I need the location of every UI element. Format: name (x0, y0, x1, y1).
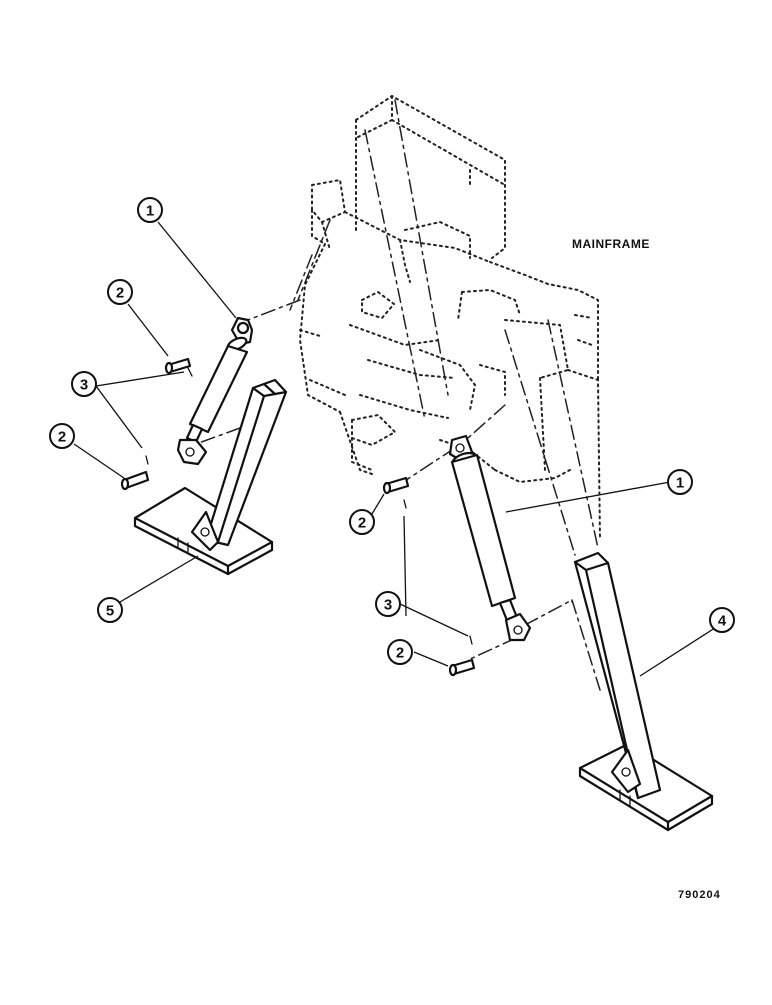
svg-text:4: 4 (718, 613, 727, 630)
cotter-pin-mid (403, 499, 407, 509)
callout-2-upper: 2 (107, 279, 133, 305)
cylinder-left (176, 316, 254, 466)
svg-text:1: 1 (146, 203, 154, 220)
pin-mid (382, 476, 410, 495)
callout-2-lower: 2 (387, 639, 413, 665)
leader-lines (73, 221, 719, 677)
pin-upper (164, 357, 192, 375)
callout-5: 5 (97, 597, 123, 623)
figure-number: 790204 (678, 889, 721, 901)
svg-text:2: 2 (396, 645, 404, 662)
callout-4: 4 (709, 607, 735, 633)
callout-3-lower: 3 (375, 591, 401, 617)
svg-text:2: 2 (116, 285, 124, 302)
centerlines (184, 99, 601, 691)
callout-2-left: 2 (49, 423, 75, 449)
stand-right (573, 551, 714, 832)
svg-text:1: 1 (676, 475, 684, 492)
svg-text:2: 2 (58, 429, 66, 446)
cylinder-right (448, 434, 532, 642)
cotter-pin-upper (187, 367, 193, 377)
mainframe-label: MAINFRAME (572, 237, 650, 251)
svg-text:3: 3 (80, 377, 88, 394)
cotter-pin-left (145, 455, 149, 465)
stand-left (133, 378, 288, 576)
pin-lower (448, 658, 476, 677)
callout-2-mid: 2 (349, 509, 375, 535)
svg-text:2: 2 (358, 515, 366, 532)
svg-text:3: 3 (384, 597, 392, 614)
mainframe-outline (299, 95, 601, 541)
callout-3-upper: 3 (71, 371, 97, 397)
callout-1-right: 1 (667, 469, 693, 495)
cotter-pin-lower (469, 635, 473, 645)
callout-1-upper: 1 (137, 197, 163, 223)
svg-text:5: 5 (106, 603, 114, 620)
pin-left (120, 470, 150, 491)
